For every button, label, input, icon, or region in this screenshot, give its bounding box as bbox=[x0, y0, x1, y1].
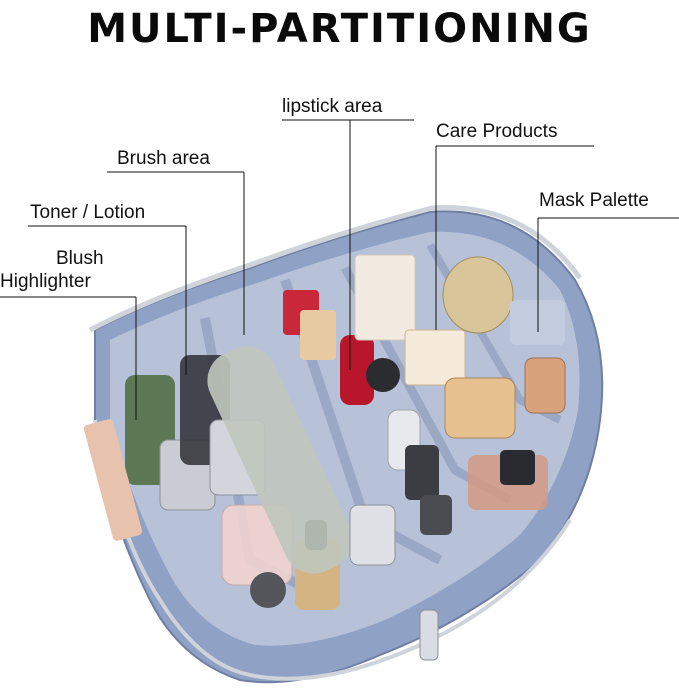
label-toner-lotion: Toner / Lotion bbox=[30, 202, 146, 223]
care-product-palette bbox=[404, 329, 466, 386]
zipper-pull bbox=[419, 609, 439, 661]
blush-palette bbox=[83, 419, 143, 541]
label-lipstick-area: lipstick area bbox=[282, 96, 383, 117]
care-product-compact bbox=[442, 256, 514, 334]
label-mask-palette: Mask Palette bbox=[539, 190, 649, 211]
small-jar bbox=[250, 572, 286, 608]
brush-tube-cap bbox=[349, 504, 396, 566]
care-product-box bbox=[354, 254, 416, 341]
label-brush-area: Brush area bbox=[117, 148, 210, 169]
label-highlighter: Highlighter bbox=[0, 271, 91, 292]
lipstick-tube-red bbox=[340, 335, 374, 405]
lipstick-black bbox=[405, 445, 439, 500]
brush-tube bbox=[207, 346, 353, 574]
zipper-top bbox=[88, 205, 583, 333]
lipstick-black-2 bbox=[420, 495, 452, 535]
cream-jar bbox=[444, 377, 516, 439]
perfume-cap bbox=[500, 450, 535, 485]
mask-bottle bbox=[524, 357, 566, 414]
leader-lines bbox=[0, 119, 679, 420]
label-care-products: Care Products bbox=[436, 121, 558, 142]
lipstick-cap-dark bbox=[366, 358, 400, 392]
zipper-bottom bbox=[93, 419, 572, 681]
page-title: MULTI-PARTITIONING bbox=[87, 6, 592, 52]
label-blush: Blush bbox=[56, 248, 104, 269]
lipstick-gold bbox=[300, 310, 336, 360]
